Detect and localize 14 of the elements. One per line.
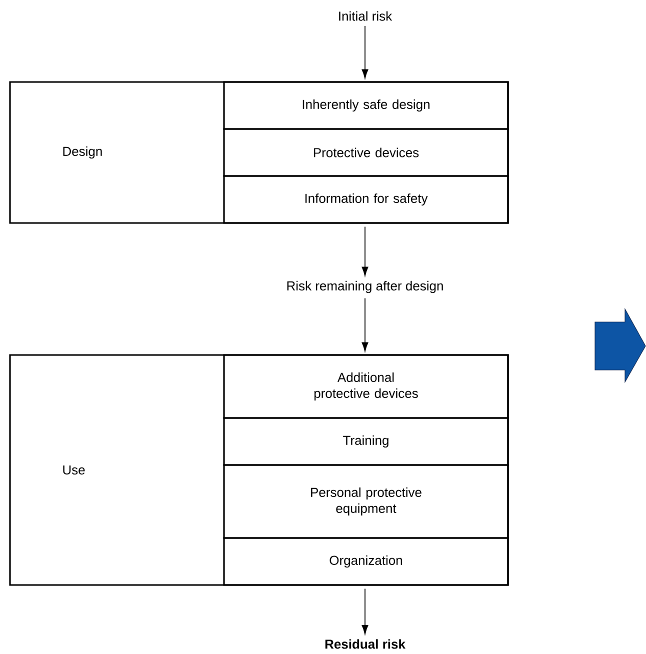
- measure-cell: Protective devices: [223, 128, 509, 177]
- measure-cell: Inherently safe design: [223, 81, 509, 130]
- measure-cell: Training: [223, 417, 509, 466]
- risk-label: Risk remaining after design: [287, 280, 443, 294]
- arrow: [362, 226, 368, 276]
- measure-cell: Information for safety: [223, 175, 509, 224]
- risk-label: Initial risk: [339, 11, 392, 21]
- risk-label: Residual risk: [325, 639, 406, 649]
- arrow: [362, 26, 368, 78]
- arrow: [362, 588, 368, 634]
- measure-cell: Organization: [223, 537, 509, 586]
- measure-cell: Personal protective equipment: [223, 464, 509, 539]
- measure-cell: Additional protective devices: [223, 354, 509, 419]
- arrow: [362, 298, 368, 352]
